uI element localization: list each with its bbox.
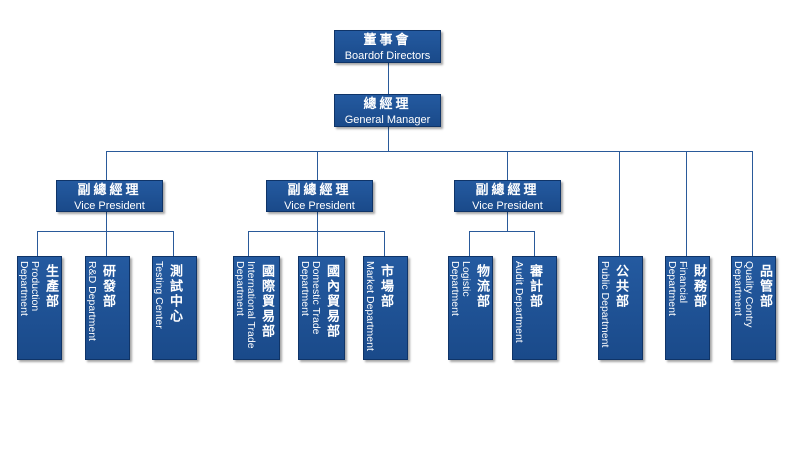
node-label-en: Audit Department bbox=[513, 261, 525, 343]
connector-line bbox=[388, 127, 389, 152]
node-label-zh: 董事會 bbox=[363, 33, 412, 48]
node-label-en: Production Department bbox=[18, 261, 41, 316]
connector-line bbox=[388, 63, 389, 94]
quality-control-department-box: Quality Contry Department 品管部 bbox=[731, 256, 776, 360]
node-label-en: Testing Center bbox=[153, 261, 165, 329]
node-label-en: Logistic Department bbox=[449, 261, 472, 316]
node-label-en: Financial Department bbox=[666, 261, 689, 316]
node-label-en: Quality Contry Department bbox=[732, 261, 755, 328]
connector-line bbox=[469, 231, 534, 232]
testing-center-box: Testing Center 測試中心 bbox=[152, 256, 197, 360]
node-label-zh: 物流部 bbox=[474, 264, 489, 309]
audit-department-box: Audit Department 審計部 bbox=[512, 256, 557, 360]
connector-line bbox=[106, 151, 752, 152]
connector-line bbox=[106, 151, 107, 180]
node-label-zh: 總經理 bbox=[363, 97, 412, 112]
node-label-zh: 副總經理 bbox=[77, 183, 142, 198]
connector-line bbox=[619, 151, 620, 256]
domestic-trade-department-box: Domestic Trade Department 國內貿易部 bbox=[298, 256, 345, 360]
node-label-zh: 副總經理 bbox=[287, 183, 352, 198]
connector-line bbox=[507, 212, 508, 232]
connector-line bbox=[534, 231, 535, 256]
node-label-zh: 品管部 bbox=[757, 264, 772, 309]
node-label-zh: 國內貿易部 bbox=[324, 264, 339, 339]
board-of-directors-box: 董事會 Boardof Directors bbox=[334, 30, 441, 63]
node-label-en: Boardof Directors bbox=[344, 50, 431, 62]
connector-line bbox=[106, 231, 107, 256]
node-label-en: Vice President bbox=[284, 200, 355, 212]
node-label-zh: 財務部 bbox=[691, 264, 706, 309]
connector-line bbox=[752, 151, 753, 256]
connector-line bbox=[507, 151, 508, 180]
node-label-zh: 國際貿易部 bbox=[259, 264, 274, 339]
vice-president-box: 副總經理 Vice President bbox=[56, 180, 163, 212]
general-manager-box: 總經理 General Manager bbox=[334, 94, 441, 127]
financial-department-box: Financial Department 財務部 bbox=[665, 256, 710, 360]
connector-line bbox=[317, 231, 318, 256]
connector-line bbox=[106, 212, 107, 232]
connector-line bbox=[469, 231, 470, 256]
node-label-en: Market Department bbox=[364, 261, 376, 351]
vice-president-box: 副總經理 Vice President bbox=[266, 180, 373, 212]
connector-line bbox=[317, 151, 318, 180]
connector-line bbox=[317, 212, 318, 232]
connector-line bbox=[384, 231, 385, 256]
production-department-box: Production Department 生產部 bbox=[17, 256, 62, 360]
node-label-zh: 市場部 bbox=[378, 264, 393, 309]
node-label-en: International Trade Department bbox=[234, 261, 257, 349]
node-label-zh: 測試中心 bbox=[167, 264, 182, 324]
node-label-en: Public Department bbox=[599, 261, 611, 348]
logistic-department-box: Logistic Department 物流部 bbox=[448, 256, 493, 360]
international-trade-department-box: International Trade Department 國際貿易部 bbox=[233, 256, 280, 360]
node-label-zh: 生產部 bbox=[43, 264, 58, 309]
public-department-box: Public Department 公共部 bbox=[598, 256, 643, 360]
node-label-en: R&D Department bbox=[86, 261, 98, 341]
connector-line bbox=[37, 231, 173, 232]
connector-line bbox=[686, 151, 687, 256]
connector-line bbox=[248, 231, 249, 256]
rd-department-box: R&D Department 研發部 bbox=[85, 256, 130, 360]
vice-president-box: 副總經理 Vice President bbox=[454, 180, 561, 212]
node-label-en: General Manager bbox=[344, 114, 431, 126]
connector-line bbox=[37, 231, 38, 256]
connector-line bbox=[173, 231, 174, 256]
node-label-zh: 研發部 bbox=[100, 264, 115, 309]
node-label-en: Domestic Trade Department bbox=[299, 261, 322, 335]
node-label-zh: 副總經理 bbox=[475, 183, 540, 198]
node-label-en: Vice President bbox=[472, 200, 543, 212]
node-label-zh: 公共部 bbox=[613, 264, 628, 309]
node-label-en: Vice President bbox=[74, 200, 145, 212]
market-department-box: Market Department 市場部 bbox=[363, 256, 408, 360]
connector-line bbox=[248, 231, 384, 232]
node-label-zh: 審計部 bbox=[527, 264, 542, 309]
